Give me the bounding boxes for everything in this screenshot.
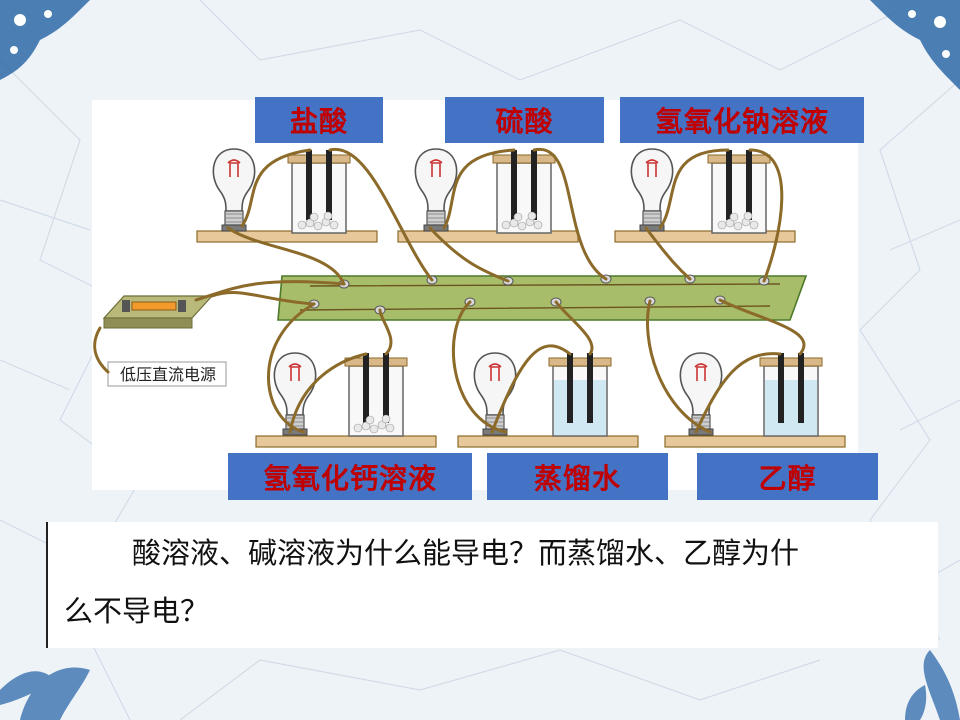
corner-ornament-top-left — [0, 0, 90, 80]
label-ethanol: 乙醇 — [697, 453, 878, 500]
apparatus-ethanol — [664, 352, 846, 448]
electrode-icon — [778, 353, 784, 423]
electrode-icon — [363, 353, 369, 423]
label-sodium-hydroxide: 氢氧化钠溶液 — [620, 97, 864, 143]
question-line-2: 么不导电？ — [64, 594, 210, 628]
dc-power-supply-icon — [102, 295, 227, 387]
apparatus-sodium-hydroxide — [614, 148, 796, 243]
apparatus-calcium-hydroxide — [255, 352, 437, 448]
label-hydrochloric-acid: 盐酸 — [255, 97, 383, 143]
corner-ornament-bottom-right — [905, 650, 960, 720]
electrode-icon — [306, 150, 312, 220]
light-bulb-icon — [414, 148, 458, 232]
corner-ornament-bottom-left — [0, 667, 90, 720]
electrode-icon — [726, 150, 732, 220]
apparatus-distilled-water — [457, 352, 639, 448]
apparatus-hydrochloric-acid — [196, 148, 378, 243]
light-bulb-icon — [273, 352, 317, 436]
label-calcium-hydroxide: 氢氧化钙溶液 — [228, 453, 472, 500]
question-line-1: 酸溶液、碱溶液为什么能导电？而蒸馏水、乙醇为什 — [132, 536, 800, 570]
apparatus-sulfuric-acid — [397, 148, 579, 243]
electrode-icon — [567, 353, 573, 423]
power-source-label: 低压直流电源 — [119, 365, 216, 384]
question-text-box: 酸溶液、碱溶液为什么能导电？而蒸馏水、乙醇为什 么不导电？ — [46, 522, 938, 648]
corner-ornament-top-right — [870, 0, 960, 90]
label-sulfuric-acid: 硫酸 — [445, 97, 604, 143]
light-bulb-icon — [212, 148, 256, 232]
electrode-icon — [511, 150, 517, 220]
connection-board — [277, 274, 808, 321]
label-distilled-water: 蒸馏水 — [487, 453, 668, 500]
wires — [93, 147, 806, 434]
